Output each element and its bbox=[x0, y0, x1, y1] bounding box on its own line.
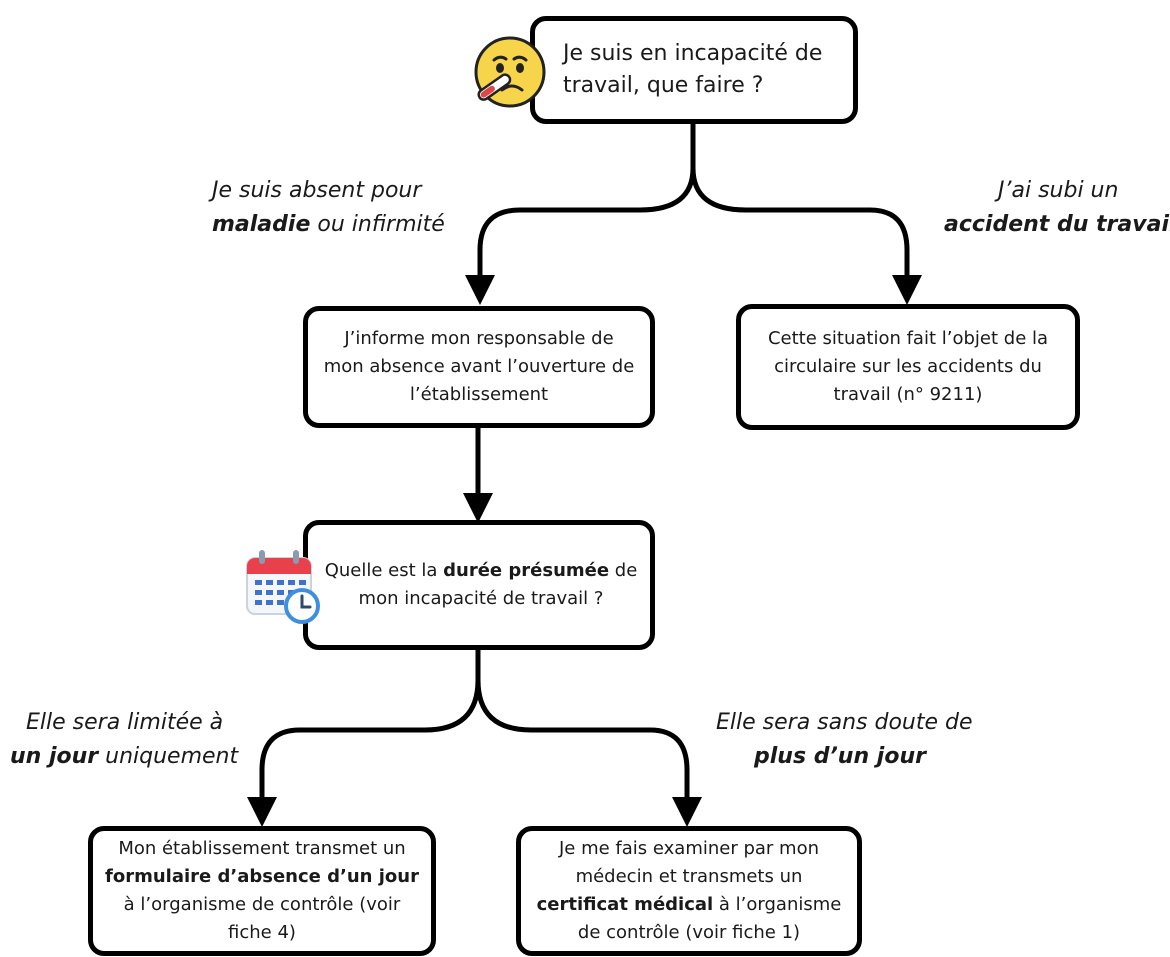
edge-label-accident-bold: accident du travail bbox=[944, 212, 1170, 238]
edge-label-one-day-line2: un jour uniquement bbox=[10, 740, 240, 774]
node-one-day-line4: fiche 4) bbox=[228, 921, 296, 943]
node-one-day-line3: à l’organisme de contrôle (voir bbox=[123, 894, 401, 915]
edge-duration-to-oneday bbox=[247, 677, 481, 827]
edge-label-one-day: Elle sera limitée à un jour uniquement bbox=[10, 706, 240, 774]
node-start-line2: travail, que faire ? bbox=[563, 73, 764, 98]
edge-label-illness-rest: ou infirmité bbox=[310, 212, 445, 238]
edge-label-illness-line1: Je suis absent pour bbox=[212, 178, 422, 203]
node-start-line1: Je suis en incapacité de bbox=[563, 41, 823, 67]
node-more-days-post: à l’organisme bbox=[713, 894, 842, 915]
node-duration: Quelle est la durée présumée de mon inca… bbox=[303, 520, 655, 650]
node-one-day: Mon établissement transmet un formulaire… bbox=[88, 826, 436, 956]
edge-label-more-days-bold: plus d’un jour bbox=[754, 744, 926, 770]
edge-label-illness: Je suis absent pour maladie ou infirmité bbox=[212, 174, 445, 242]
edge-label-more-days-line1: Elle sera sans doute de bbox=[716, 710, 973, 735]
node-more-days-bold: certificat médical bbox=[536, 894, 714, 915]
edge-label-accident-line1: J’ai subi un bbox=[998, 178, 1119, 203]
node-accident-line1: Cette situation fait l’objet de la bbox=[767, 328, 1049, 350]
edge-label-one-day-line1: Elle sera limitée à bbox=[26, 710, 224, 735]
node-duration-post: de bbox=[609, 560, 638, 582]
node-accident-line2: circulaire sur les accidents du bbox=[774, 356, 1042, 378]
edge-label-illness-bold: maladie bbox=[212, 212, 311, 238]
node-inform-line1: J’informe mon responsable de bbox=[344, 328, 614, 350]
node-more-days: Je me fais examiner par mon médecin et t… bbox=[516, 826, 862, 956]
node-inform-line3: l’établissement bbox=[409, 383, 549, 405]
edge-label-more-days: Elle sera sans doute de plus d’un jour bbox=[716, 706, 973, 774]
node-more-days-line1: Je me fais examiner par mon bbox=[558, 838, 819, 860]
edge-start-to-accident bbox=[690, 165, 922, 305]
node-duration-line2: mon incapacité de travail ? bbox=[358, 588, 604, 609]
sick-face-thermometer-icon bbox=[474, 36, 546, 108]
node-start: Je suis en incapacité de travail, que fa… bbox=[530, 16, 858, 124]
node-one-day-line1: Mon établissement transmet un bbox=[118, 838, 406, 860]
node-inform: J’informe mon responsable de mon absence… bbox=[303, 306, 655, 428]
node-one-day-bold: formulaire d’absence d’un jour bbox=[105, 866, 419, 888]
node-duration-line1: Quelle est la durée présumée de bbox=[325, 557, 638, 585]
node-more-days-line4: de contrôle (voir fiche 1) bbox=[577, 921, 801, 943]
edge-label-one-day-bold: un jour bbox=[10, 744, 99, 770]
edge-label-accident: J’ai subi un accident du travail bbox=[944, 174, 1170, 242]
node-inform-line2: mon absence avant l’ouverture de bbox=[323, 356, 635, 378]
node-one-day-line2: formulaire d’absence d’un jour bbox=[105, 863, 419, 891]
edge-label-one-day-rest: uniquement bbox=[98, 744, 239, 770]
edge-duration-to-moredays bbox=[475, 677, 702, 827]
node-accident: Cette situation fait l’objet de la circu… bbox=[736, 304, 1080, 430]
calendar-clock-icon bbox=[246, 550, 320, 624]
node-duration-bold: durée présumée bbox=[443, 560, 610, 582]
edge-start-to-inform bbox=[465, 165, 696, 305]
edge-label-accident-line2: accident du travail bbox=[944, 208, 1170, 242]
node-more-days-line2: médecin et transmets un bbox=[575, 866, 803, 888]
edge-label-illness-line2: maladie ou infirmité bbox=[212, 208, 445, 242]
edge-label-more-days-line2: plus d’un jour bbox=[716, 740, 956, 774]
node-more-days-line3: certificat médical à l’organisme bbox=[537, 891, 842, 919]
node-accident-line3: travail (n° 9211) bbox=[833, 383, 983, 405]
node-duration-pre: Quelle est la bbox=[324, 560, 444, 582]
